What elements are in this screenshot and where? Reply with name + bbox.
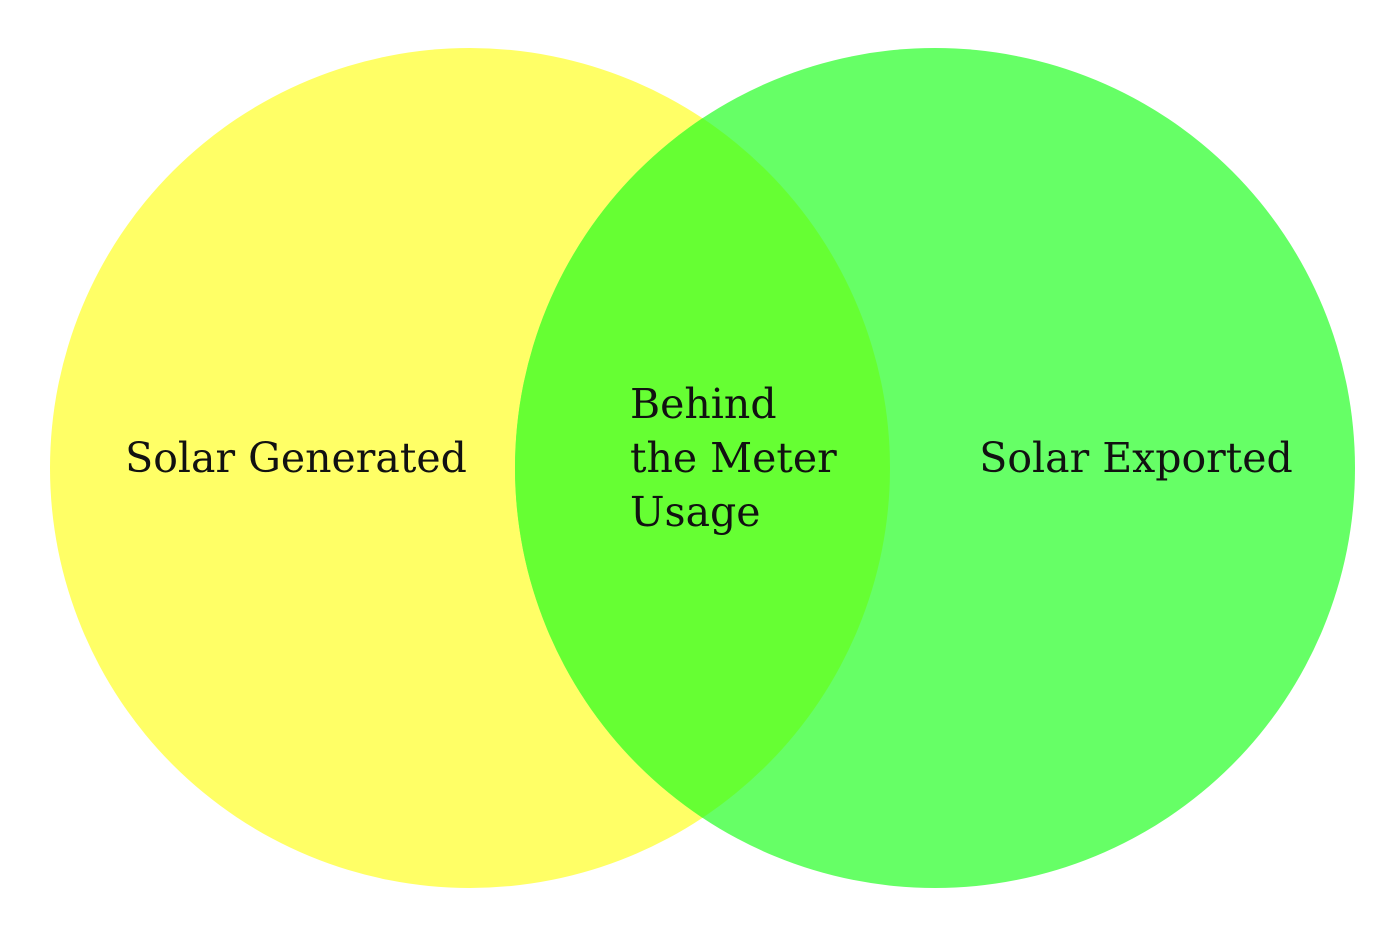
right-set-label: Solar Exported (979, 434, 1293, 482)
intersection-label-line: the Meter (630, 434, 837, 482)
left-set-label: Solar Generated (125, 434, 467, 482)
intersection-label: Behind the Meter Usage (630, 380, 850, 536)
intersection-label-line: Usage (630, 488, 761, 536)
intersection-label-line: Behind (630, 380, 777, 428)
intersection-region (515, 48, 890, 888)
